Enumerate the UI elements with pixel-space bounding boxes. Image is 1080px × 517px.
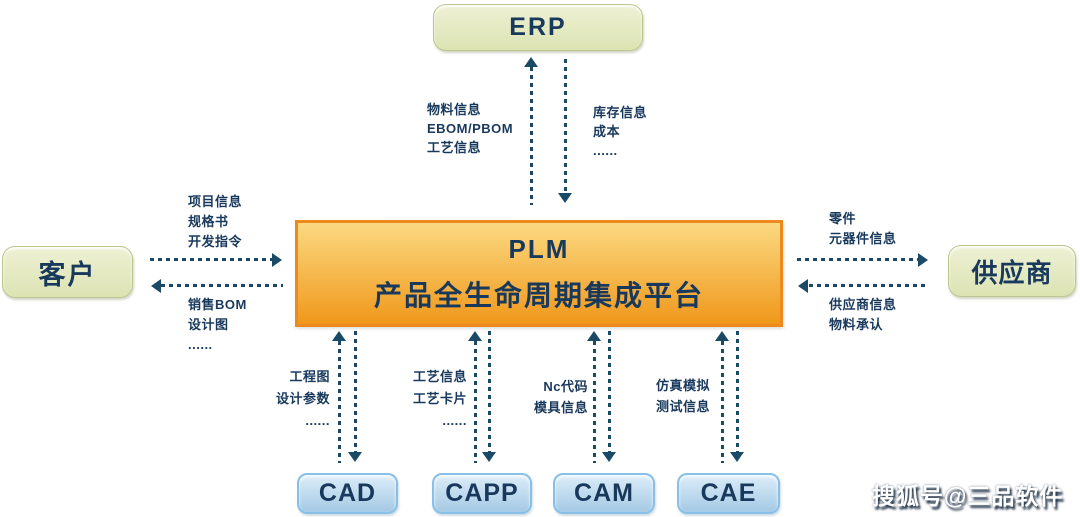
label-line: 成本: [593, 124, 621, 139]
arrow-line-customer-to-plm: [150, 258, 272, 261]
label-line: 工程图: [289, 369, 330, 384]
arrow-line-plm-to-cad: [354, 331, 357, 452]
arrow-line-plm-to-customer: [161, 284, 283, 287]
node-capp: CAPP: [432, 473, 532, 514]
label-line: 工艺信息: [412, 369, 467, 384]
label-line: 工艺信息: [427, 140, 482, 155]
label-line: ......: [305, 413, 330, 428]
label-line: 测试信息: [656, 399, 711, 414]
node-cam: CAM: [553, 473, 655, 514]
arrowhead-right-customer-to-plm-icon: [272, 253, 282, 267]
node-plm: PLM 产品全生命周期集成平台: [295, 220, 783, 327]
arrowhead-down-erp-to-plm-icon: [558, 193, 572, 203]
arrow-line-plm-to-erp: [530, 67, 533, 205]
arrowhead-down-plm-to-cam-icon: [602, 452, 616, 462]
plm-subtitle: 产品全生命周期集成平台: [373, 279, 704, 311]
label-line: ......: [593, 143, 618, 158]
label-plm-cae: 仿真模拟 测试信息: [656, 375, 710, 417]
arrowhead-up-capp-to-plm-icon: [468, 331, 482, 341]
label-line: 零件: [829, 211, 857, 226]
label-line: 仿真模拟: [656, 378, 711, 393]
plm-title: PLM: [508, 233, 570, 264]
label-line: 项目信息: [188, 194, 243, 209]
label-line: 模具信息: [533, 400, 588, 415]
arrow-line-cad-to-plm: [338, 341, 341, 463]
arrowhead-up-plm-to-erp-icon: [524, 57, 538, 67]
arrowhead-down-plm-to-cad-icon: [348, 452, 362, 462]
label-line: 元器件信息: [829, 231, 897, 246]
label-line: 物料承认: [829, 317, 884, 332]
label-line: 库存信息: [593, 105, 648, 120]
node-erp: ERP: [433, 4, 643, 51]
label-line: 销售BOM: [188, 297, 247, 312]
label-line: 供应商信息: [829, 297, 897, 312]
arrowhead-right-plm-to-supplier-icon: [918, 253, 928, 267]
label-line: Nc代码: [543, 379, 588, 394]
watermark-text: 搜狐号@三品软件: [872, 483, 1064, 509]
arrowhead-up-cam-to-plm-icon: [587, 331, 601, 341]
arrow-line-plm-to-cae: [736, 331, 739, 452]
label-plm-to-erp: 物料信息 EBOM/PBOM 工艺信息: [427, 100, 513, 157]
arrowhead-left-plm-to-customer-icon: [151, 279, 161, 293]
label-plm-cam: Nc代码 模具信息: [513, 376, 588, 418]
arrowhead-left-supplier-to-plm-icon: [798, 279, 808, 293]
arrowhead-up-cad-to-plm-icon: [332, 331, 346, 341]
arrow-line-capp-to-plm: [474, 341, 477, 463]
label-plm-cad: 工程图 设计参数 ......: [255, 366, 330, 432]
arrow-line-plm-to-capp: [488, 331, 491, 452]
arrow-line-plm-to-supplier: [797, 258, 918, 261]
node-cad: CAD: [297, 473, 398, 514]
label-erp-to-plm: 库存信息 成本 ......: [593, 103, 647, 160]
label-line: 工艺卡片: [412, 391, 467, 406]
arrowhead-up-cae-to-plm-icon: [715, 331, 729, 341]
node-customer: 客户: [2, 246, 133, 298]
label-customer-to-plm: 项目信息 规格书 开发指令: [188, 192, 242, 252]
arrow-line-erp-to-plm: [564, 59, 567, 193]
label-supplier-to-plm: 供应商信息 物料承认: [829, 295, 897, 335]
node-cae: CAE: [677, 473, 780, 514]
label-line: 规格书: [188, 214, 229, 229]
arrow-line-cae-to-plm: [721, 341, 724, 463]
label-plm-to-customer: 销售BOM 设计图 ......: [188, 295, 247, 355]
label-line: 设计图: [188, 317, 229, 332]
label-plm-capp: 工艺信息 工艺卡片 ......: [392, 366, 467, 432]
label-line: 开发指令: [188, 234, 243, 249]
label-plm-to-supplier: 零件 元器件信息: [829, 209, 897, 249]
label-line: EBOM/PBOM: [427, 121, 514, 136]
arrow-line-cam-to-plm: [593, 341, 596, 463]
label-line: ......: [442, 413, 467, 428]
label-line: 设计参数: [275, 391, 330, 406]
arrowhead-down-plm-to-cae-icon: [730, 452, 744, 462]
arrowhead-down-plm-to-capp-icon: [482, 452, 496, 462]
arrow-line-plm-to-cam: [608, 331, 611, 452]
arrow-line-supplier-to-plm: [809, 284, 929, 287]
label-line: ......: [188, 337, 213, 352]
label-line: 物料信息: [427, 102, 482, 117]
node-supplier: 供应商: [948, 245, 1076, 297]
